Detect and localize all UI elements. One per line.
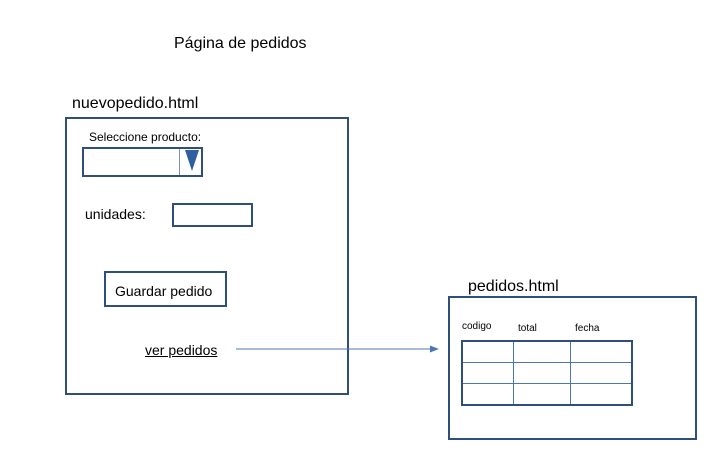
units-input[interactable] — [172, 203, 253, 227]
column-header-total: total — [518, 323, 537, 334]
table-cell — [461, 340, 514, 363]
table-row — [461, 340, 633, 363]
connector-arrowhead — [430, 345, 439, 353]
page-title: Página de pedidos — [174, 35, 307, 52]
table-cell — [512, 362, 571, 384]
select-product-label: Seleccione producto: — [89, 130, 202, 144]
units-label: unidades: — [85, 206, 146, 222]
column-header-fecha: fecha — [575, 323, 600, 334]
save-order-button[interactable]: Guardar pedido — [104, 271, 227, 307]
table-cell — [569, 340, 633, 363]
table-row — [461, 362, 633, 384]
orders-table — [461, 340, 633, 406]
pedidos-frame: codigo total fecha — [448, 296, 697, 440]
table-cell — [512, 383, 571, 406]
chevron-down-icon[interactable] — [185, 150, 199, 171]
table-cell — [461, 383, 514, 406]
select-divider — [179, 149, 180, 175]
column-header-codigo: codigo — [462, 321, 492, 332]
product-select[interactable] — [82, 147, 203, 177]
table-cell — [569, 362, 633, 384]
table-cell — [461, 362, 514, 384]
table-row — [461, 383, 633, 406]
table-cell — [569, 383, 633, 406]
nuevopedido-filename: nuevopedido.html — [72, 95, 199, 112]
table-cell — [512, 340, 571, 363]
save-order-label: Guardar pedido — [115, 283, 213, 299]
pedidos-filename: pedidos.html — [468, 278, 559, 295]
view-orders-link[interactable]: ver pedidos — [145, 342, 218, 358]
